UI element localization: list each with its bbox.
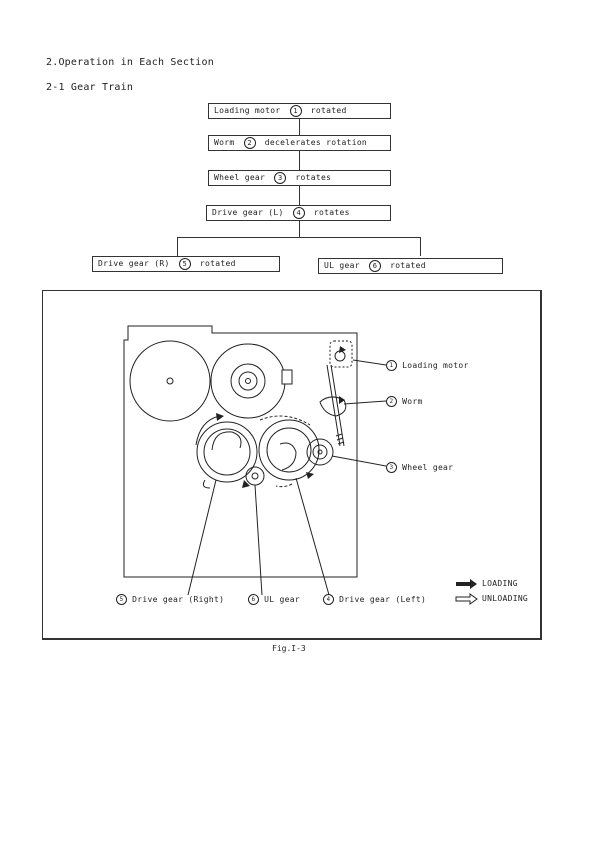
reel-notch [282,370,292,384]
loading-motor [330,341,352,367]
label-drive-gear-left: 4 Drive gear (Left) [323,594,426,605]
legend-unloading: UNLOADING [482,594,528,603]
label-worm: 2 Worm [386,396,423,407]
label-text: Wheel gear [402,463,453,472]
drive-gear-left-inner [267,428,311,472]
rotation-arrow [276,484,292,487]
drive-gear-right-cam [212,432,241,450]
legend-arrows [454,578,480,606]
worm-shaft [331,365,344,446]
label-drive-gear-right: 5 Drive gear (Right) [116,594,224,605]
number-badge: 2 [386,396,397,407]
unloading-arrow-icon [456,594,477,604]
ul-gear [246,467,264,485]
leader-line [344,401,386,404]
takeup-reel-inner [239,372,257,390]
number-badge: 6 [248,594,259,605]
rotation-arrow [203,480,210,488]
wheel-gear-inner [313,445,327,459]
supply-reel-hub [167,378,173,384]
label-text: Loading motor [402,361,469,370]
arrowhead [306,472,314,479]
label-wheel-gear: 3 Wheel gear [386,462,453,473]
label-loading-motor: 1 Loading motor [386,360,469,371]
leader-line [332,456,386,466]
arrowhead [242,480,250,488]
drive-gear-left [259,420,319,480]
leader-line [188,480,216,595]
drive-gear-left-cam [280,443,296,470]
takeup-reel-hub [246,379,251,384]
label-text: Drive gear (Left) [339,595,426,604]
arrowhead [216,413,224,421]
leader-line [353,360,386,365]
leader-line [255,485,262,595]
number-badge: 5 [116,594,127,605]
legend-loading: LOADING [482,579,518,588]
number-badge: 1 [386,360,397,371]
figure-caption: Fig.I-3 [272,644,306,653]
worm-shaft [327,365,340,446]
label-ul-gear: 6 UL gear [248,594,300,605]
ul-gear-hub [252,473,258,479]
takeup-reel-disc [211,344,285,418]
supply-reel-disc [130,341,210,421]
drive-gear-right [197,422,257,482]
label-text: UL gear [264,595,300,604]
takeup-reel-ring [231,364,265,398]
label-text: Drive gear (Right) [132,595,224,604]
label-text: Worm [402,397,422,406]
number-badge: 4 [323,594,334,605]
arrowhead [339,396,345,404]
loading-arrow-icon [456,579,477,589]
number-badge: 3 [386,462,397,473]
drive-gear-right-inner [204,429,250,475]
